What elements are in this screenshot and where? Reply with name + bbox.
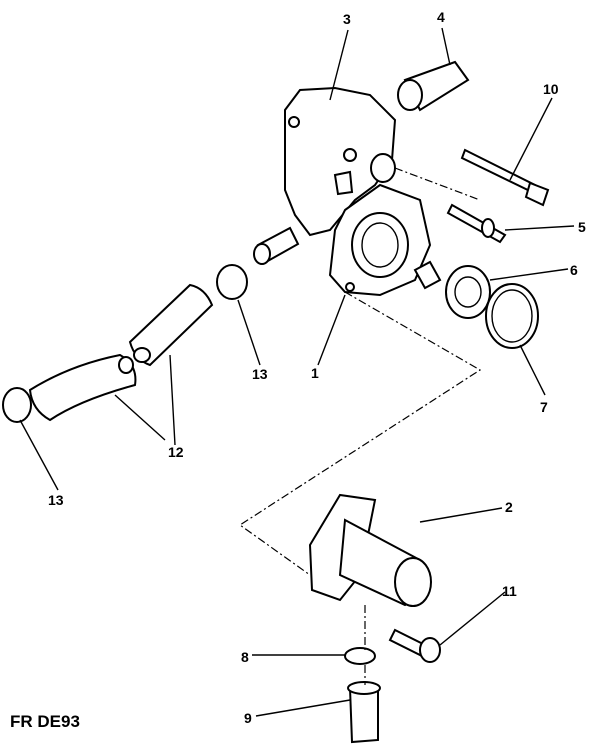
sender-part-9: [347, 681, 381, 744]
seal-ring-part-7: [485, 283, 539, 349]
hose-part-12: [28, 283, 214, 422]
callout-8: 8: [241, 649, 249, 665]
callout-11: 11: [502, 583, 517, 599]
bolt-part-10: [460, 148, 550, 207]
outlet-pipe-part-2: [308, 493, 432, 607]
assembly-lines: [238, 167, 482, 685]
bolt-part-11: [388, 628, 441, 663]
callout-4: 4: [437, 9, 445, 25]
callout-13-lower: 13: [48, 492, 64, 508]
washer-part-8: [344, 647, 376, 665]
leader-lines: [19, 27, 575, 717]
diagram-code: FR DE93: [10, 712, 80, 731]
bush-part: [370, 153, 396, 183]
callout-2: 2: [505, 499, 513, 515]
temperature-sensor-part-4: [397, 60, 470, 112]
callout-10: 10: [543, 81, 559, 97]
callout-7: 7: [540, 399, 548, 415]
thermostat-housing-part-1: [253, 86, 432, 297]
callout-6: 6: [570, 262, 578, 278]
callout-9: 9: [244, 710, 252, 726]
callout-13-upper: 13: [252, 366, 268, 382]
callout-5: 5: [578, 219, 586, 235]
stud-part-5: [446, 203, 507, 244]
hose-clip-part-13: [2, 264, 248, 423]
callout-1: 1: [311, 365, 319, 381]
callout-3: 3: [343, 11, 351, 27]
callout-12: 12: [168, 444, 184, 460]
thermostat-part-6: [413, 260, 491, 319]
